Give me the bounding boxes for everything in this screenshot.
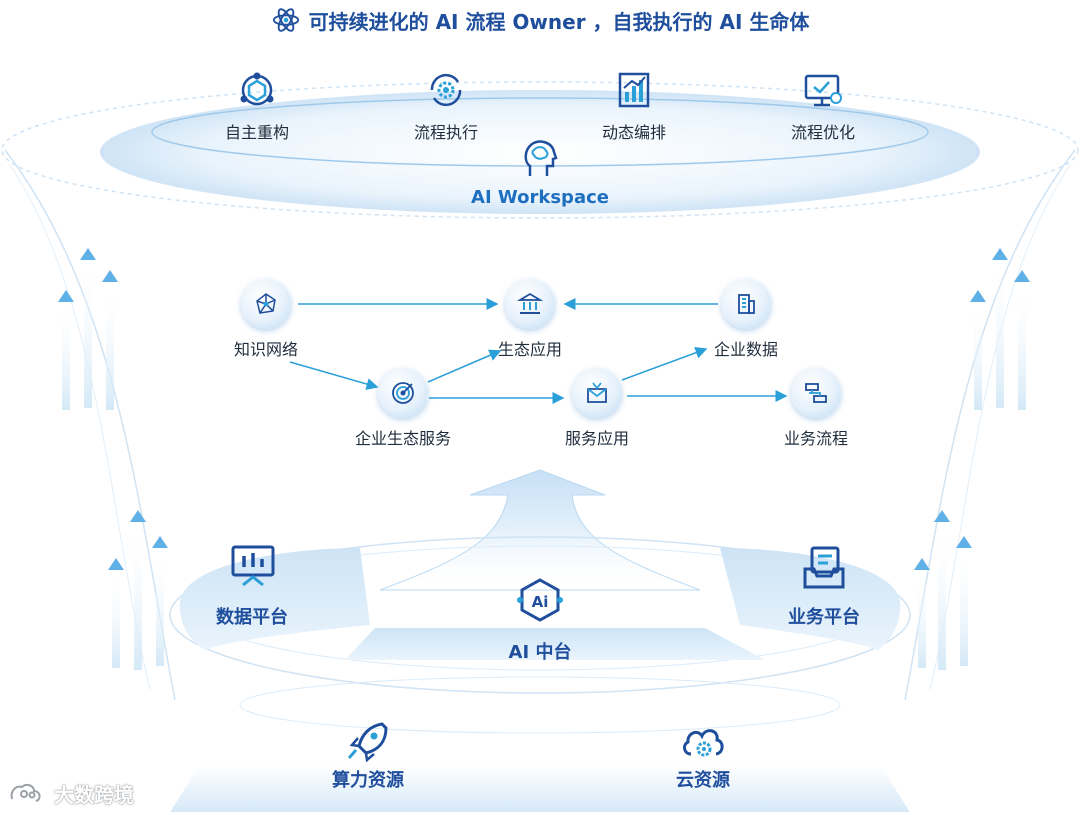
compute-resource-label: 算力资源 — [332, 770, 404, 791]
dashboard-icon — [229, 543, 277, 589]
cloud-gear-icon — [679, 718, 727, 764]
watermark: 大数跨境 — [8, 778, 134, 808]
hexagon-nodes-icon — [235, 68, 279, 112]
svg-text:Ai: Ai — [532, 593, 549, 611]
node-label-enterprise-eco-service: 企业生态服务 — [354, 429, 452, 448]
target-icon — [378, 368, 428, 418]
capability-label-optimize: 流程优化 — [790, 123, 856, 142]
ai-chip-icon: Ai — [516, 577, 564, 623]
ai-platform-label: AI 中台 — [508, 642, 572, 663]
node-label-business-flow: 业务流程 — [783, 429, 849, 448]
business-platform-label: 业务平台 — [788, 607, 860, 628]
page-title: 可持续进化的 AI 流程 Owner ，自我执行的 AI 生命体 — [0, 4, 1080, 36]
capability-label-reconstruct: 自主重构 — [224, 123, 290, 142]
node-label-eco-app: 生态应用 — [497, 340, 563, 359]
gear-cycle-icon — [424, 68, 468, 112]
data-platform-label: 数据平台 — [216, 607, 288, 628]
rocket-icon — [344, 718, 392, 764]
building-icon — [721, 279, 771, 329]
node-label-service-app: 服务应用 — [564, 429, 630, 448]
brain-head-icon — [518, 136, 562, 180]
watermark-logo-icon — [10, 783, 41, 802]
cloud-resource-label: 云资源 — [676, 770, 730, 791]
node-label-enterprise-data: 企业数据 — [713, 340, 779, 359]
flow-icon — [791, 368, 841, 418]
monitor-check-icon — [801, 68, 845, 112]
bank-icon — [505, 279, 555, 329]
bar-chart-icon — [612, 68, 656, 112]
node-label-knowledge-network: 知识网络 — [233, 340, 299, 359]
capability-label-orchestrate: 动态编排 — [601, 123, 667, 142]
workspace-label: AI Workspace — [471, 187, 609, 208]
watermark-text: 大数跨境 — [54, 782, 134, 807]
capability-label-execute: 流程执行 — [413, 123, 479, 142]
inbox-icon — [800, 545, 848, 591]
atom-icon — [272, 8, 299, 32]
network-icon — [241, 279, 291, 329]
gift-icon — [572, 368, 622, 418]
title-text: 可持续进化的 AI 流程 Owner ，自我执行的 AI 生命体 — [308, 9, 810, 34]
